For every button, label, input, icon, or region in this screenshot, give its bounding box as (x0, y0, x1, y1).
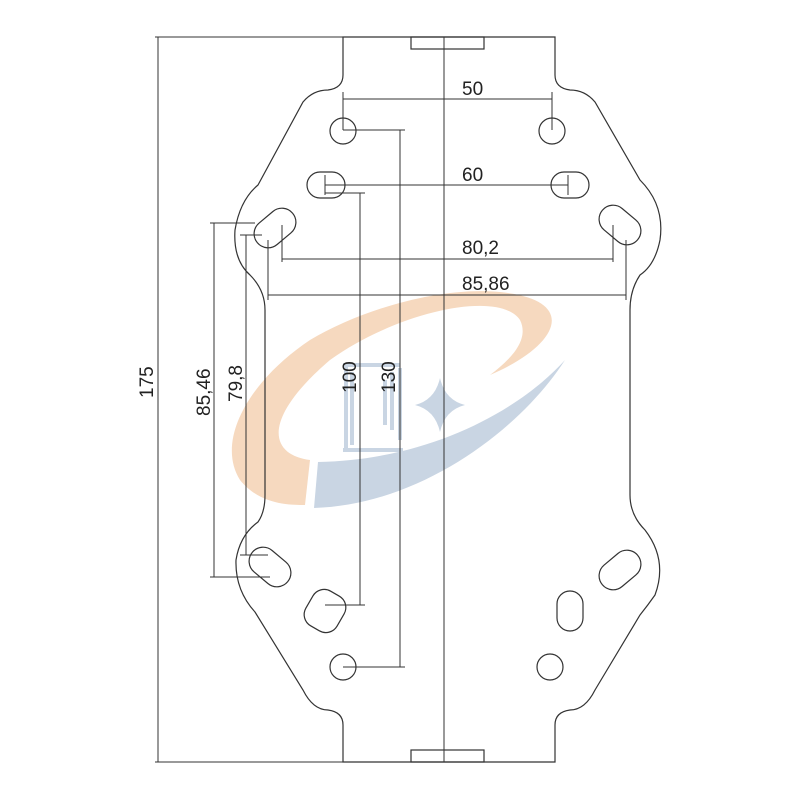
dim-79-8: 79,8 (226, 365, 247, 402)
watermark-logo (231, 291, 565, 508)
dim-85-86: 85,86 (462, 274, 510, 295)
dim-85-46: 85,46 (194, 368, 215, 416)
hole-bottom-right (536, 653, 564, 681)
slot-lower-right (556, 590, 584, 632)
bottom-tab (410, 749, 485, 763)
dim-100: 100 (340, 361, 361, 393)
slot-ear-upper-right (598, 204, 642, 246)
dim-175: 175 (137, 366, 158, 398)
dim-60: 60 (462, 165, 483, 186)
slot-ear-lower-right (598, 549, 642, 591)
top-tab (410, 36, 485, 50)
slot-ear-lower-left (248, 546, 292, 588)
watermark-orange-arc (231, 291, 552, 505)
watermark-star (415, 378, 465, 432)
slot-lower-left (303, 588, 347, 634)
dimension-lines (155, 36, 627, 763)
slot-ear-upper-left (253, 207, 297, 249)
watermark-blue-arc (314, 360, 565, 508)
plate-outline (234, 36, 662, 763)
dim-130: 130 (379, 361, 400, 393)
holes (248, 117, 642, 681)
dim-50: 50 (462, 79, 483, 100)
dim-80-2: 80,2 (462, 238, 499, 259)
